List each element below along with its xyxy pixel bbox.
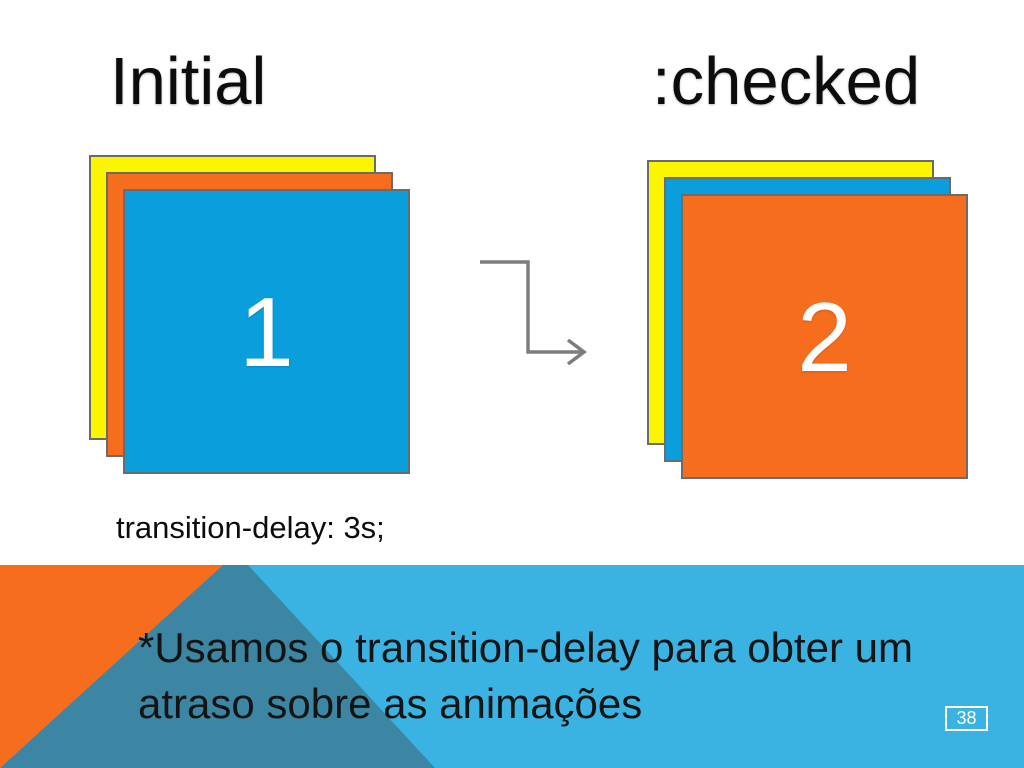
checked-state-title: :checked — [652, 44, 921, 119]
initial-card-number: 1 — [239, 276, 294, 387]
checked-card-orange: 2 — [681, 194, 968, 479]
checked-card-number: 2 — [797, 281, 852, 392]
initial-state-title: Initial — [110, 44, 267, 119]
page-number-badge: 38 — [945, 706, 988, 731]
transition-arrow-icon — [480, 260, 587, 366]
initial-card-blue: 1 — [123, 189, 410, 474]
banner-note-line1: *Usamos o transition-delay para obter um — [138, 624, 914, 671]
transition-delay-code: transition-delay: 3s; — [116, 510, 385, 545]
banner-note: *Usamos o transition-delay para obter um… — [138, 620, 913, 732]
bottom-banner: *Usamos o transition-delay para obter um… — [0, 565, 1024, 768]
page-number: 38 — [956, 708, 977, 728]
banner-note-line2: atraso sobre as animações — [138, 680, 643, 727]
